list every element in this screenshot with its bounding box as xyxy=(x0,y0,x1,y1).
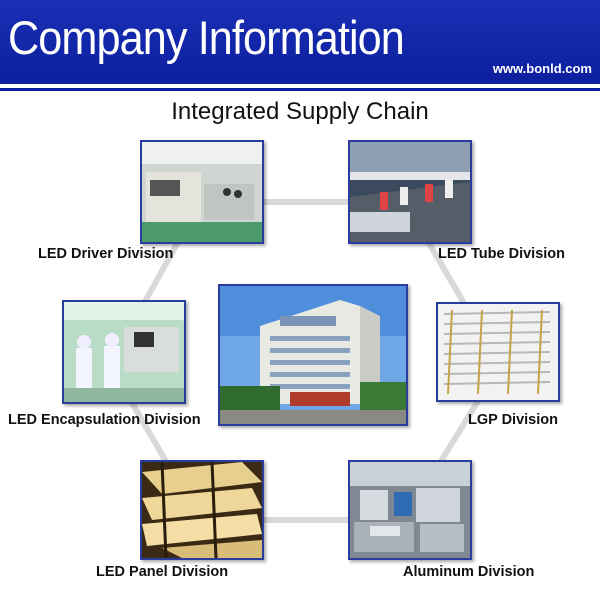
caption-aluminum: Aluminum Division xyxy=(403,564,535,580)
led-panel-photo xyxy=(140,460,264,560)
section-title: Integrated Supply Chain xyxy=(171,98,429,125)
lgp-photo xyxy=(436,302,560,402)
header-divider xyxy=(0,84,600,88)
led-encapsulation-photo xyxy=(62,300,186,404)
caption-led-driver: LED Driver Division xyxy=(38,246,174,262)
header-divider-blue xyxy=(0,88,600,91)
aluminum-photo xyxy=(348,460,472,560)
led-tube-photo xyxy=(348,140,472,244)
website-url: www.bonld.com xyxy=(492,61,592,76)
company-building-photo xyxy=(218,284,408,426)
caption-lgp: LGP Division xyxy=(468,412,558,428)
caption-led-panel: LED Panel Division xyxy=(96,564,229,580)
page-title: Company Information xyxy=(8,11,405,64)
caption-led-tube: LED Tube Division xyxy=(438,246,566,262)
caption-led-encapsulation: LED Encapsulation Division xyxy=(8,412,201,428)
header-banner: Company Information www.bonld.com xyxy=(0,0,600,84)
led-driver-photo xyxy=(140,140,264,244)
